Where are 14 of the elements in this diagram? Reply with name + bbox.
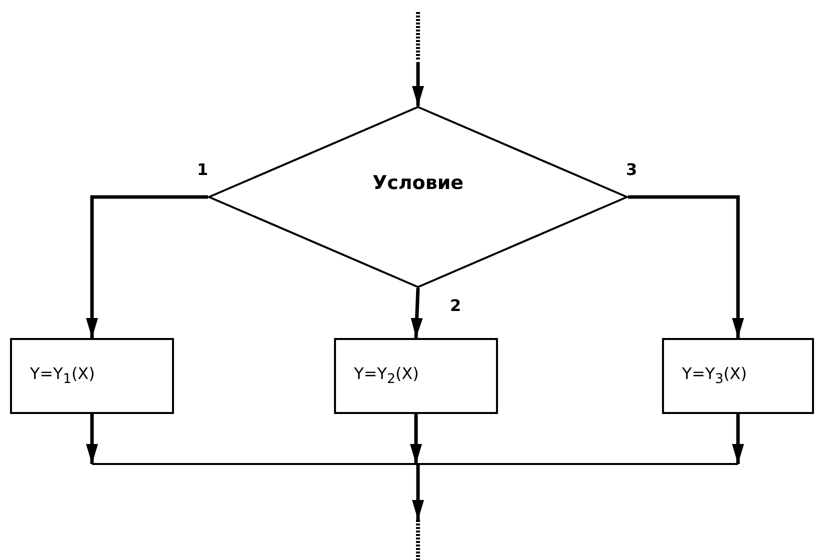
process-box xyxy=(334,338,498,414)
process-box xyxy=(10,338,174,414)
arrow xyxy=(412,62,424,106)
arrow xyxy=(410,414,422,464)
arrow xyxy=(86,195,208,338)
arrow xyxy=(732,414,744,464)
formula-text: Y=Y$_{3}$(X) xyxy=(682,364,747,388)
arrow xyxy=(628,195,744,338)
arrow xyxy=(86,414,98,464)
formula-text: Y=Y$_{2}$(X) xyxy=(354,364,419,388)
condition-text: Условие xyxy=(372,172,464,194)
formula-text: Y=Y$_{1}$(X) xyxy=(30,364,95,388)
process-box xyxy=(662,338,814,414)
arrow xyxy=(410,288,423,338)
